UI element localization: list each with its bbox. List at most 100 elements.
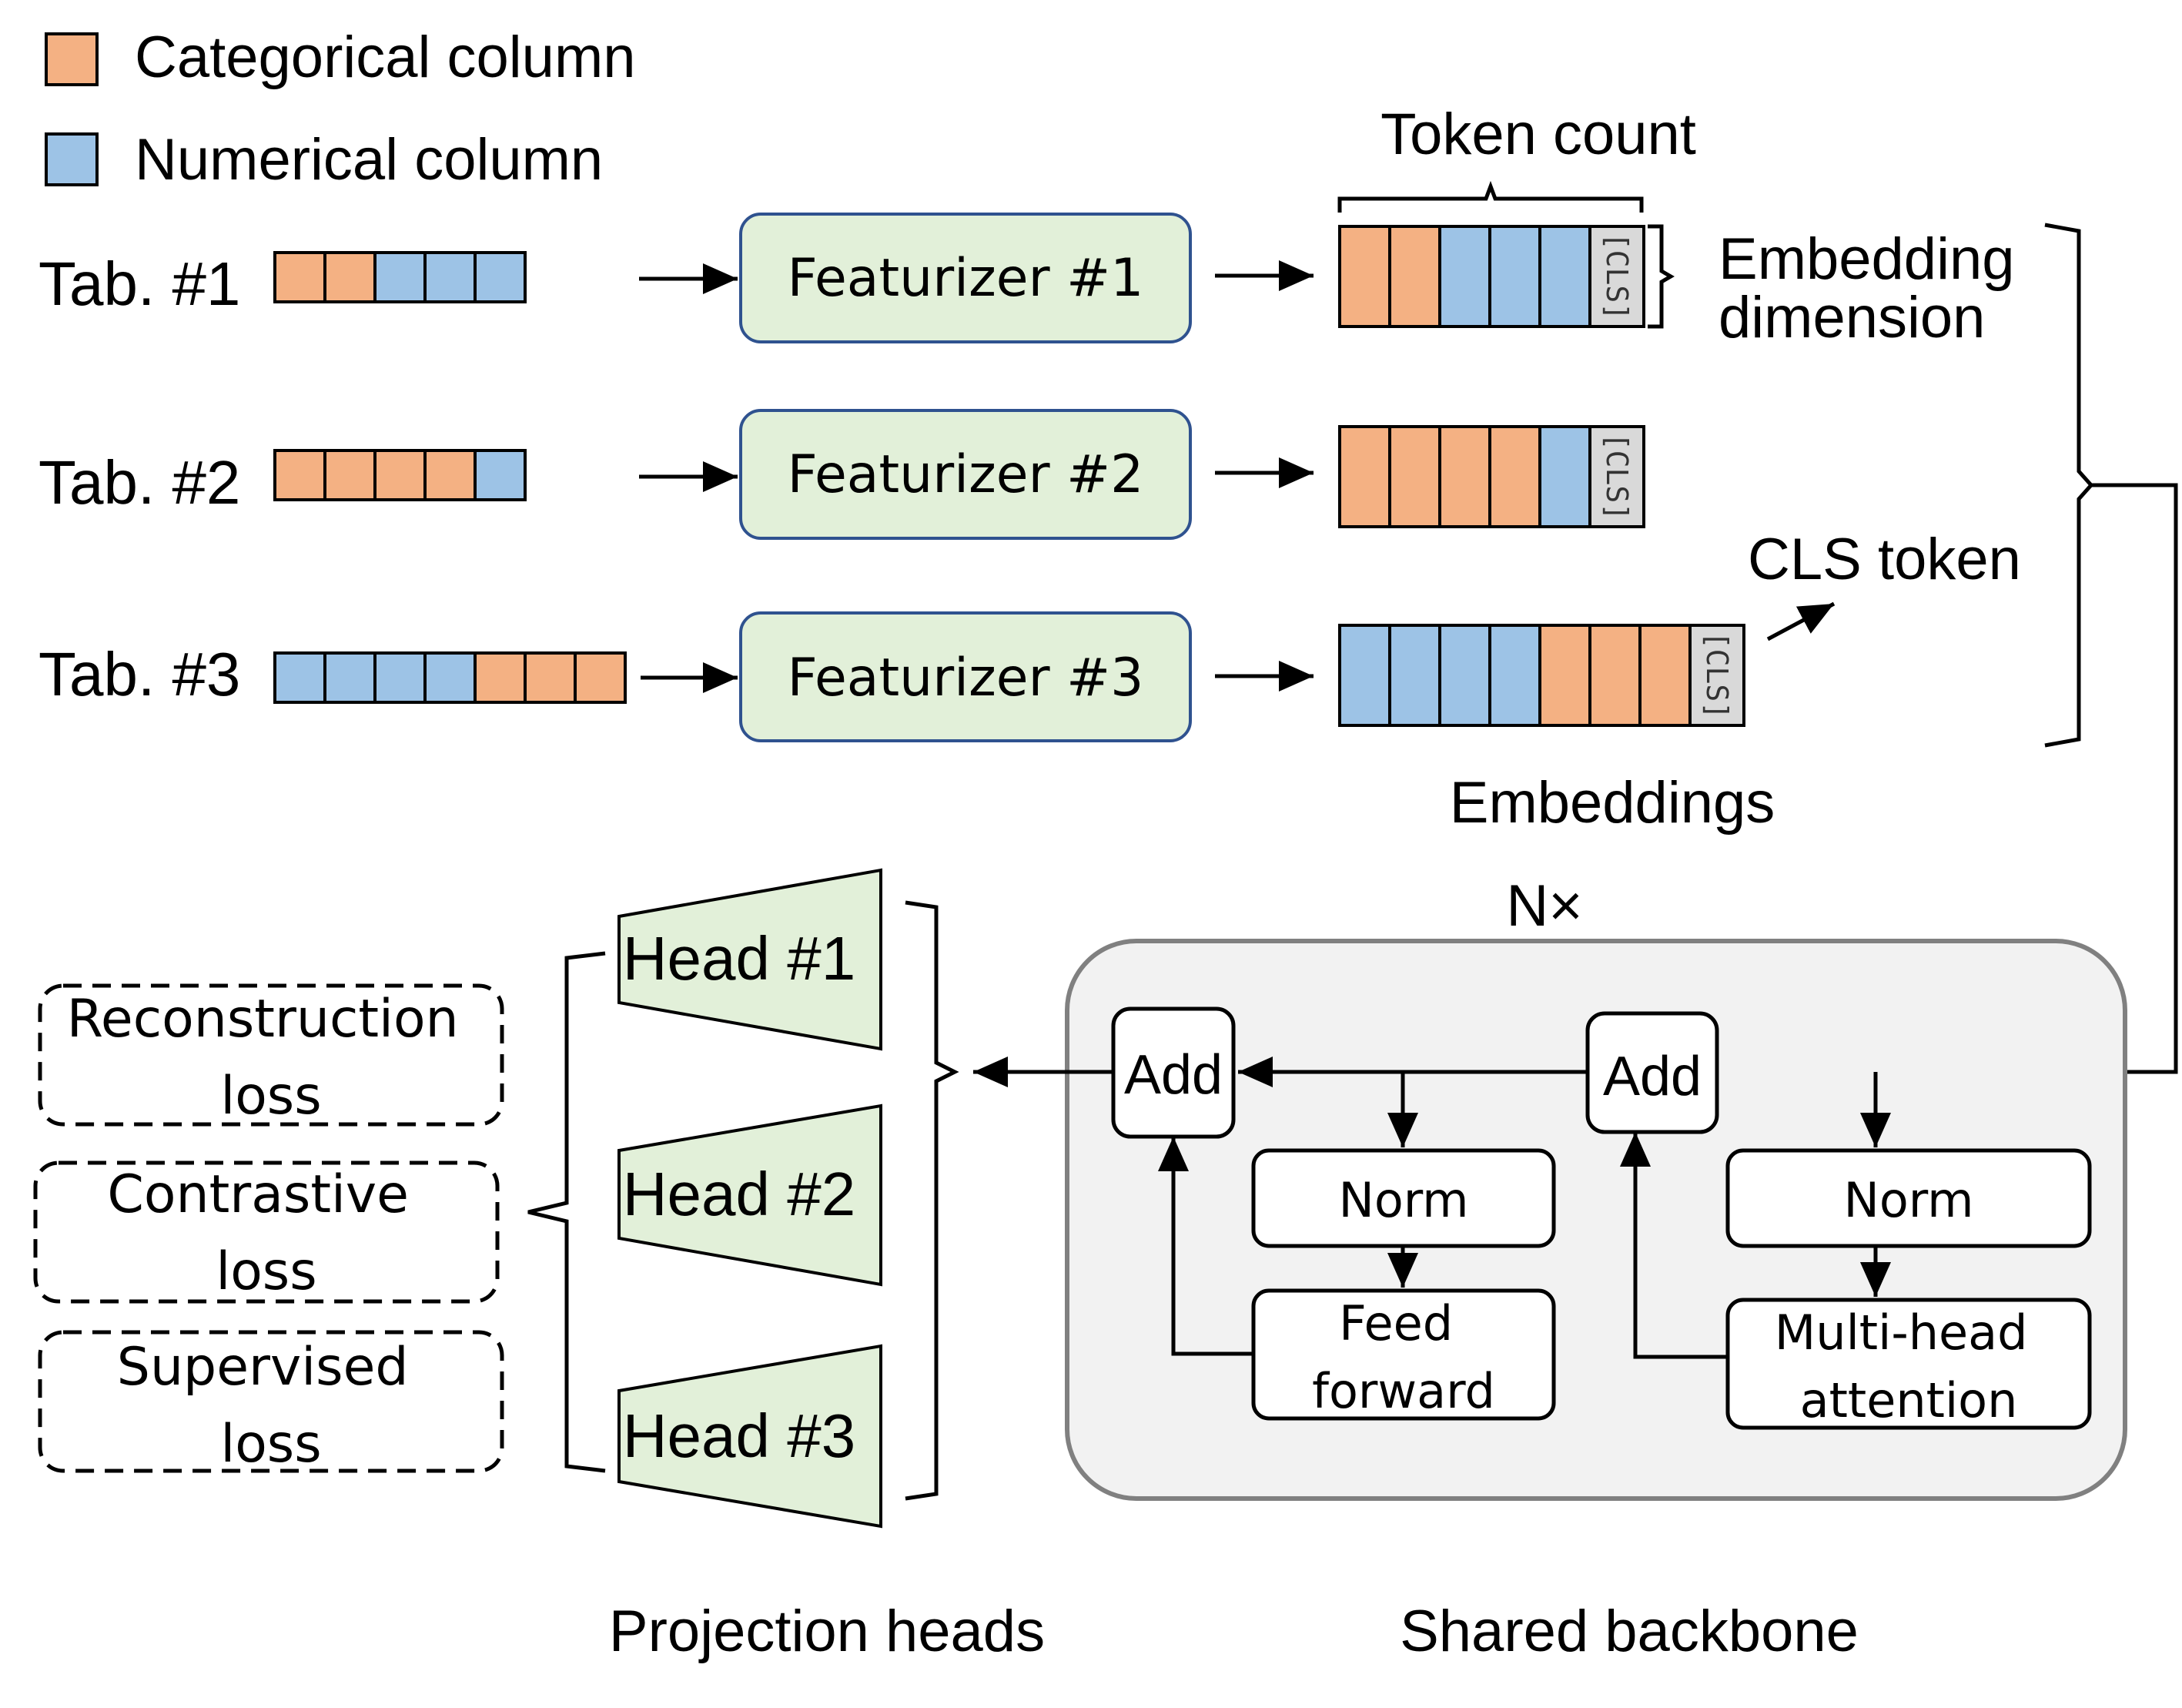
categorical-column-cell [423,449,477,501]
featurizer-1-label: Featurizer #1 [788,248,1144,309]
token-count-label: Token count [1380,102,1696,167]
categorical-column-cell [273,251,326,303]
contrastive-loss-label: Contrastive loss [107,1164,425,1302]
feedforward-block: Feed forward [1251,1288,1556,1421]
numerical-token [1338,624,1391,727]
categorical-column-cell [574,651,627,704]
cls-token-arrow [1766,601,1836,641]
heads-bracket [905,900,959,1501]
losses: Reconstruction loss Contrastive loss Sup… [33,983,504,1475]
feedforward-to-add-arrow [1158,1137,1253,1356]
add-block-left: Add [1111,1006,1236,1139]
norm-block-right: Norm [1725,1148,2092,1248]
embeddings-group-bracket [2044,223,2094,748]
heads-caption: Projection heads [609,1599,1045,1664]
reconstruction-loss-label: Reconstruction loss [67,989,476,1127]
categorical-token [1538,624,1591,727]
numerical-column-cell [273,651,326,704]
legend-numerical-swatch [45,132,99,186]
shared-backbone: N× Add Norm Multi-head attention Add [1065,873,2127,1664]
numerical-column-cell [423,651,477,704]
categorical-token [1638,624,1692,727]
categorical-token [1488,425,1541,528]
projection-heads: Head #1 Head #2 Head #3 Projection heads [527,868,1045,1664]
embedding-dimension-label: Embedding dimension [1718,226,2031,350]
numerical-token [1488,624,1541,727]
legend: Categorical column Numerical column [45,25,636,193]
table-row-1: Tab. #1 [38,250,527,318]
contrastive-loss: Contrastive loss [33,1160,500,1304]
add-block-right: Add [1585,1011,1719,1134]
numerical-column-cell [474,449,527,501]
table-label-2: Tab. #2 [38,448,240,517]
head-2: Head #2 [617,1104,882,1287]
table-label-3: Tab. #3 [38,640,240,708]
categorical-token [1338,225,1391,328]
categorical-column-cell [323,251,376,303]
cls-token-label: CLS token [1748,527,2021,592]
numerical-token [1488,225,1541,328]
attention-to-add-arrow [1620,1132,1728,1359]
featurizer-3-label: Featurizer #3 [788,648,1144,708]
cls-token [1588,225,1645,328]
embedding-1: [CLS] [1338,225,1645,328]
categorical-column-cell [373,449,427,501]
cls-token-label: [CLS] [1700,631,1734,719]
numerical-token [1388,624,1441,727]
numerical-column-cell [373,251,427,303]
head-3: Head #3 [617,1344,882,1529]
numerical-column-cell [373,651,427,704]
token-count-brace [1337,180,1644,213]
head-3-label: Head #3 [623,1402,855,1470]
numerical-column-cell [423,251,477,303]
losses-bracket [527,951,606,1473]
norm-label-left: Norm [1338,1172,1468,1228]
categorical-token [1388,425,1441,528]
supervised-loss: Supervised loss [38,1330,504,1475]
backbone-caption: Shared backbone [1400,1599,1859,1664]
embedding-dimension-brace [1648,224,1675,329]
cls-token-label: [CLS] [1600,433,1634,521]
numerical-token [1538,425,1591,528]
featurizer-2-label: Featurizer #2 [788,444,1144,505]
legend-categorical-swatch [45,32,99,86]
numerical-token [1438,225,1491,328]
legend-numerical-label: Numerical column [135,127,603,193]
head-2-label: Head #2 [623,1160,855,1228]
featurizer-3: Featurizer #3 [739,611,1192,742]
attention-label: Multi-head attention [1775,1304,2043,1428]
norm-block-left: Norm [1251,1148,1556,1248]
numerical-token [1438,624,1491,727]
feedforward-label: Feed forward [1312,1295,1495,1419]
embedding-3: [CLS] [1338,624,1745,727]
categorical-column-cell [524,651,577,704]
legend-categorical-label: Categorical column [135,25,636,90]
numerical-column-cell [323,651,376,704]
categorical-token [1438,425,1491,528]
categorical-column-cell [273,449,326,501]
supervised-loss-label: Supervised loss [117,1337,425,1475]
categorical-column-cell [323,449,376,501]
table-row-3: Tab. #3 [38,640,627,708]
head-1: Head #1 [617,868,882,1051]
featurizer-1: Featurizer #1 [739,213,1192,343]
categorical-token [1338,425,1391,528]
numerical-token [1538,225,1591,328]
add-label-left: Add [1124,1044,1223,1106]
norm-label-right: Norm [1843,1172,1973,1228]
reconstruction-loss: Reconstruction loss [38,983,504,1127]
categorical-token [1588,624,1642,727]
table-label-1: Tab. #1 [38,250,240,318]
cls-token-label: [CLS] [1600,233,1634,320]
backbone-repeat-label: N× [1506,873,1582,939]
cls-token [1588,425,1645,528]
categorical-column-cell [474,651,527,704]
add-label-right: Add [1603,1046,1702,1107]
attention-block: Multi-head attention [1725,1298,2092,1430]
table-row-2: Tab. #2 [38,448,527,517]
head-1-label: Head #1 [623,924,855,993]
cls-token [1688,624,1745,727]
numerical-column-cell [474,251,527,303]
embedding-2: [CLS] [1338,425,1645,528]
